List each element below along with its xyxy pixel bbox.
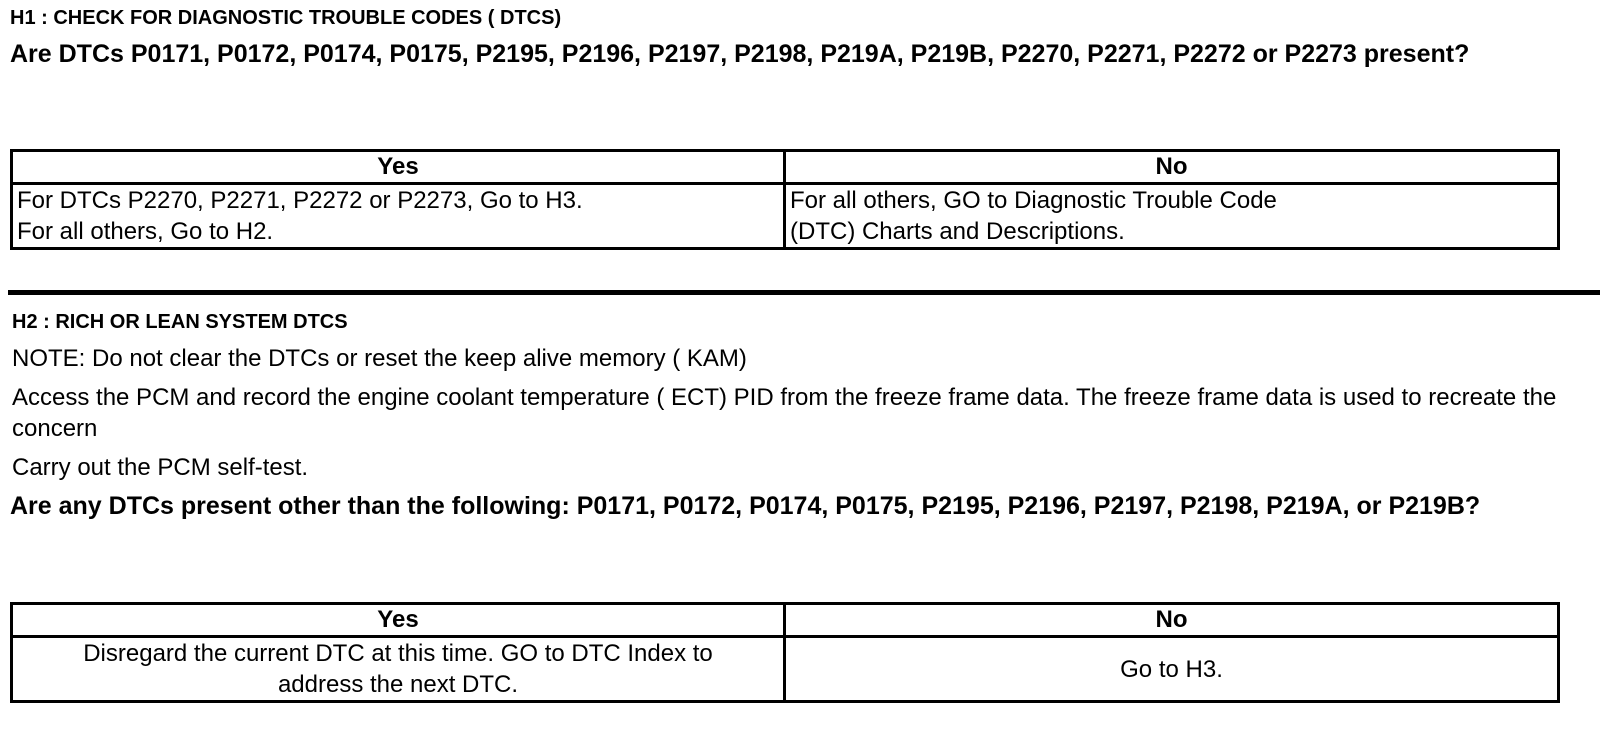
h1-no-line-1: For all others, GO to Diagnostic Trouble… xyxy=(790,187,1277,214)
h2-question: Are any DTCs present other than the foll… xyxy=(10,492,1481,520)
h2-note: NOTE: Do not clear the DTCs or reset the… xyxy=(12,345,747,372)
h1-table-body-row: For DTCs P2270, P2271, P2272 or P2273, G… xyxy=(10,182,1560,250)
h1-yes-line-2: For all others, Go to H2. xyxy=(17,218,274,245)
h1-no-line-2: (DTC) Charts and Descriptions. xyxy=(790,218,1125,245)
h2-yes-line-1: Disregard the current DTC at this time. … xyxy=(83,640,713,667)
h2-step-self-test: Carry out the PCM self-test. xyxy=(12,454,309,481)
h1-yes-cell: For DTCs P2270, P2271, P2272 or P2273, G… xyxy=(10,182,786,250)
section-divider xyxy=(8,290,1600,295)
h2-yes-header: Yes xyxy=(10,602,786,638)
h2-yes-no-table: Yes No Disregard the current DTC at this… xyxy=(10,602,1560,703)
h2-yes-cell: Disregard the current DTC at this time. … xyxy=(10,635,786,703)
h2-no-cell: Go to H3. xyxy=(783,635,1560,703)
h2-yes-line-2: address the next DTC. xyxy=(277,671,519,698)
h2-table-body-row: Disregard the current DTC at this time. … xyxy=(10,635,1560,703)
h1-no-header: No xyxy=(783,149,1560,185)
h1-yes-line-1: For DTCs P2270, P2271, P2272 or P2273, G… xyxy=(17,187,583,214)
h1-yes-no-table: Yes No For DTCs P2270, P2271, P2272 or P… xyxy=(10,149,1560,250)
h2-no-header: No xyxy=(783,602,1560,638)
h1-table-header-row: Yes No xyxy=(10,149,1560,185)
h1-yes-header: Yes xyxy=(10,149,786,185)
h1-question: Are DTCs P0171, P0172, P0174, P0175, P21… xyxy=(10,40,1470,68)
h2-title: H2 : RICH OR LEAN SYSTEM DTCS xyxy=(12,311,348,333)
h2-table-header-row: Yes No xyxy=(10,602,1560,638)
h1-title: H1 : CHECK FOR DIAGNOSTIC TROUBLE CODES … xyxy=(10,7,562,29)
h1-no-cell: For all others, GO to Diagnostic Trouble… xyxy=(783,182,1560,250)
h2-step-access-pcm: Access the PCM and record the engine coo… xyxy=(12,384,1557,442)
